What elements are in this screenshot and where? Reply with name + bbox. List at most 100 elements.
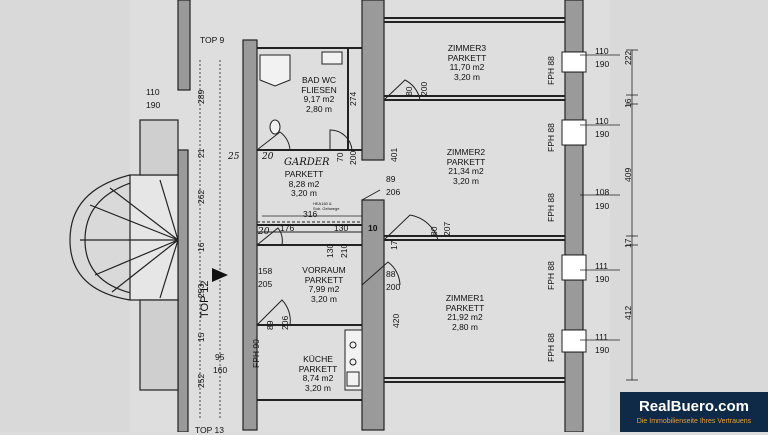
dim-16b: 16	[623, 98, 633, 108]
dim-80a: 80	[404, 86, 414, 96]
room-name: KÜCHE	[303, 354, 333, 364]
dim-412: 412	[623, 305, 633, 320]
dim-316: 316	[303, 209, 318, 219]
dim-158: 158	[258, 266, 273, 276]
dim-210: 210	[339, 243, 349, 258]
handwritten-20b: 20	[258, 227, 270, 237]
dim-10: 10	[368, 223, 378, 233]
dim-200a: 200	[419, 81, 429, 96]
fph-label-5: FPH 88	[546, 333, 556, 362]
room-vorraum: VORRAUM PARKETT 7,99 m2 3,20 m	[302, 266, 345, 304]
room-area: 11,70 m2	[449, 62, 485, 72]
room-floor: PARKETT	[284, 169, 324, 179]
room-floor: FLIESEN	[301, 84, 337, 95]
dim-130a: 130	[334, 223, 349, 233]
dim-111b: 111	[595, 332, 608, 342]
dim-89: 89	[386, 174, 396, 184]
handwritten-20a: 20	[262, 152, 274, 162]
dim-190d: 190	[595, 274, 610, 284]
room-floor: PARKETT	[446, 156, 486, 167]
dim-205: 205	[258, 279, 273, 289]
room-height: 3,20 m	[452, 175, 479, 186]
room-name: BAD WC	[302, 75, 336, 85]
room-name: ZIMMER1	[445, 293, 485, 303]
room-bad-wc: BAD WC FLIESEN 9,17 m2 2,80 m	[301, 76, 336, 114]
dim-89b: 89	[265, 320, 275, 330]
room-garder: PARKETT 8,28 m2 3,20 m	[285, 170, 324, 199]
room-name: VORRAUM	[302, 265, 346, 275]
room-zimmer3: ZIMMER3 PARKETT 11,70 m2 3,20 m	[448, 44, 487, 82]
dim-190c: 190	[595, 201, 610, 211]
dim-111a: 111	[595, 261, 608, 271]
room-height: 3,20 m	[290, 188, 317, 198]
dim-252: 252	[196, 373, 206, 388]
dim-88: 88	[386, 269, 396, 279]
dim-15: 15	[196, 332, 206, 342]
dim-130b: 130	[325, 243, 335, 258]
dim-206b: 206	[280, 315, 290, 330]
dim-200c: 200	[386, 282, 401, 292]
room-height: 2,80 m	[451, 321, 478, 332]
dim-176: 176	[280, 223, 295, 233]
top9-label: TOP 9	[200, 35, 225, 45]
dim-95: 95	[215, 352, 225, 362]
dim-80b: 80	[429, 226, 439, 236]
dim-190a: 190	[595, 59, 610, 69]
room-height: 3,20 m	[310, 293, 337, 304]
dim-110b: 110	[595, 116, 609, 126]
beam-note-2: Sub. Gehwege	[313, 206, 340, 211]
dim-409: 409	[623, 167, 633, 182]
kitchen-counter	[344, 329, 363, 391]
dim-70: 70	[335, 152, 345, 162]
room-area: 8,74 m2	[302, 373, 334, 383]
bath-fixtures	[259, 51, 343, 135]
dimension-lines	[199, 49, 638, 420]
room-zimmer2: ZIMMER2 PARKETT 21,34 m2 3,20 m	[447, 148, 486, 186]
dim-left-190: 190	[146, 100, 161, 110]
room-floor: PARKETT	[298, 363, 338, 374]
beam-note: HEA160 &	[313, 201, 332, 206]
handwritten-25: 25	[228, 152, 240, 162]
dim-110a: 110	[595, 46, 609, 56]
room-area: 8,28 m2	[288, 178, 320, 189]
dim-21: 21	[196, 148, 206, 158]
dim-17b: 17	[623, 238, 633, 248]
brand-name: RealBuero.com	[638, 398, 750, 415]
room-area: 21,92 m2	[447, 312, 483, 322]
dim-253: 253	[196, 283, 206, 298]
room-name: ZIMMER2	[446, 147, 486, 157]
fph-label-4: FPH 88	[546, 261, 556, 290]
dim-206a: 206	[386, 187, 401, 197]
room-floor: PARKETT	[445, 302, 485, 313]
dim-207: 207	[442, 221, 452, 236]
dim-289: 289	[196, 89, 206, 104]
realbuero-logo[interactable]: RealBuero.com Die Immobilienseite Ihres …	[620, 392, 768, 432]
dim-17a: 17	[389, 240, 399, 250]
dim-left-110: 110	[146, 87, 160, 97]
room-height: 2,80 m	[306, 103, 332, 114]
brand-tagline: Die Immobilienseite Ihres Vertrauens	[636, 418, 752, 425]
dim-274: 274	[348, 91, 358, 106]
dim-420: 420	[391, 313, 401, 328]
room-area: 9,17 m2	[303, 94, 335, 104]
room-name: ZIMMER3	[447, 43, 487, 53]
dim-401: 401	[389, 147, 399, 162]
fph-label-3: FPH 88	[546, 193, 556, 222]
fph-label-1: FPH 88	[546, 56, 556, 85]
dim-190b: 190	[595, 129, 610, 139]
dim-190e: 190	[595, 345, 610, 355]
door-swings	[256, 79, 439, 326]
room-area: 21,34 m2	[448, 166, 484, 176]
room-area: 7,99 m2	[308, 284, 340, 294]
room-floor: PARKETT	[304, 274, 344, 285]
room-height: 3,20 m	[304, 382, 331, 393]
fph-label-90: FPH 90	[251, 339, 261, 368]
staircase	[69, 119, 179, 391]
room-zimmer1: ZIMMER1 PARKETT 21,92 m2 2,80 m	[446, 294, 485, 332]
top13-label: TOP 13	[195, 425, 224, 435]
entrance-arrow-icon	[212, 268, 228, 282]
dim-108: 108	[595, 187, 610, 197]
room-garder-name: GARDER	[284, 157, 330, 168]
interior-walls	[257, 17, 565, 401]
